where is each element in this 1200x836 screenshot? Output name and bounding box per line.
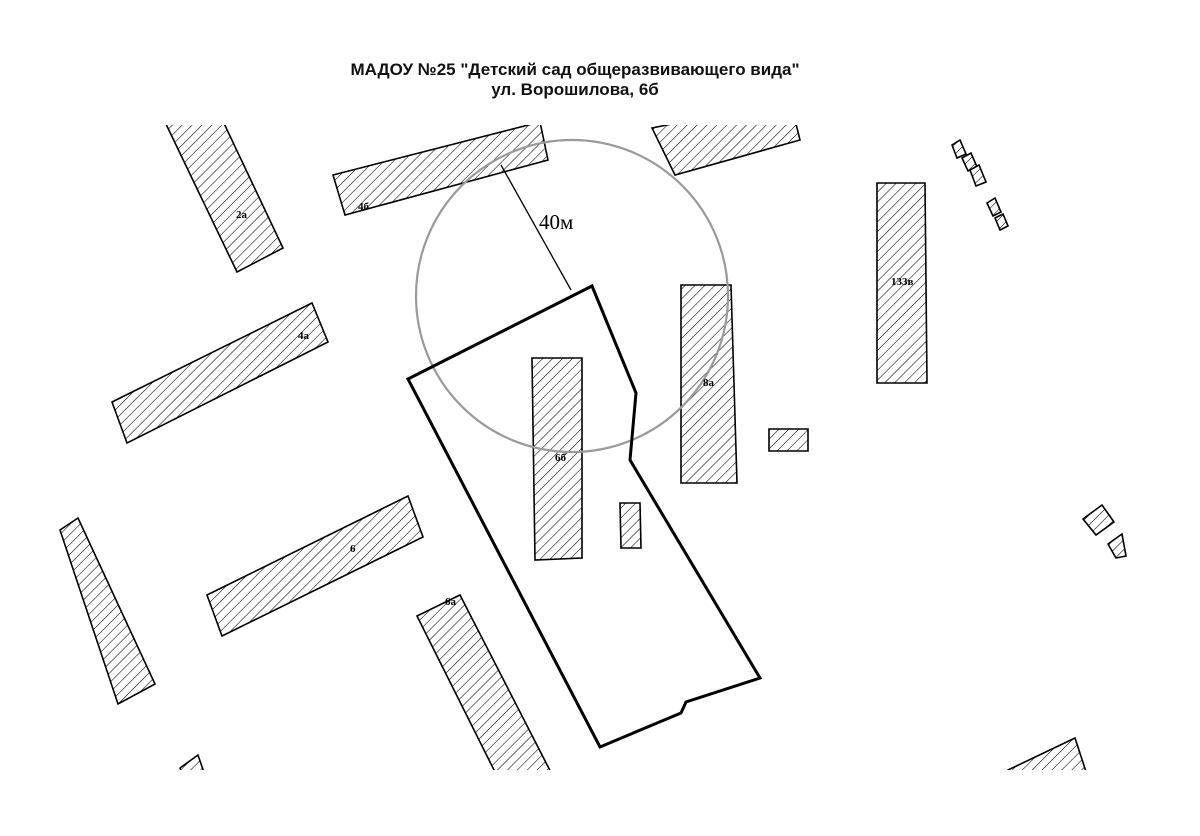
label-building-4b: 4б — [358, 201, 370, 213]
building-right-small-2 — [1106, 532, 1127, 559]
building-4a — [111, 301, 330, 445]
building-6b — [531, 357, 583, 561]
map-title: МАДОУ №25 "Детский сад общеразвивающего … — [0, 60, 1150, 100]
plot-boundary — [405, 283, 763, 749]
outbuilding-small — [619, 502, 642, 549]
radius-line — [500, 164, 572, 291]
radius-circle — [414, 138, 730, 454]
shed-cluster-5 — [993, 212, 1010, 232]
building-top-partial — [650, 125, 801, 176]
label-building-6a: 6а — [445, 596, 457, 608]
label-building-6b: 6б — [555, 452, 567, 464]
title-line-institution: МАДОУ №25 "Детский сад общеразвивающего … — [350, 60, 800, 79]
building-right-small-1 — [1081, 503, 1116, 537]
building-left-partial — [59, 516, 157, 706]
title-line-address: ул. Ворошилова, 6б — [491, 80, 659, 99]
building-2a — [165, 125, 285, 274]
radius-label: 40м — [539, 210, 573, 234]
building-6a — [415, 593, 551, 770]
shed-cluster-1 — [951, 138, 968, 160]
building-bottom-right-partial — [1007, 736, 1087, 770]
shed-cluster-3 — [969, 163, 988, 188]
label-building-133v: 133в — [891, 276, 914, 288]
label-building-2a: 2а — [236, 209, 248, 221]
building-6 — [206, 494, 424, 638]
building-bottom-left-fragment — [179, 753, 204, 770]
shed-cluster-4 — [985, 196, 1003, 218]
building-4b — [331, 125, 549, 216]
building-small-garage — [768, 428, 809, 452]
label-building-4a: 4а — [298, 330, 310, 342]
label-building-6: 6 — [350, 543, 356, 555]
building-133v — [876, 182, 928, 384]
label-building-8a: 8а — [703, 377, 715, 389]
